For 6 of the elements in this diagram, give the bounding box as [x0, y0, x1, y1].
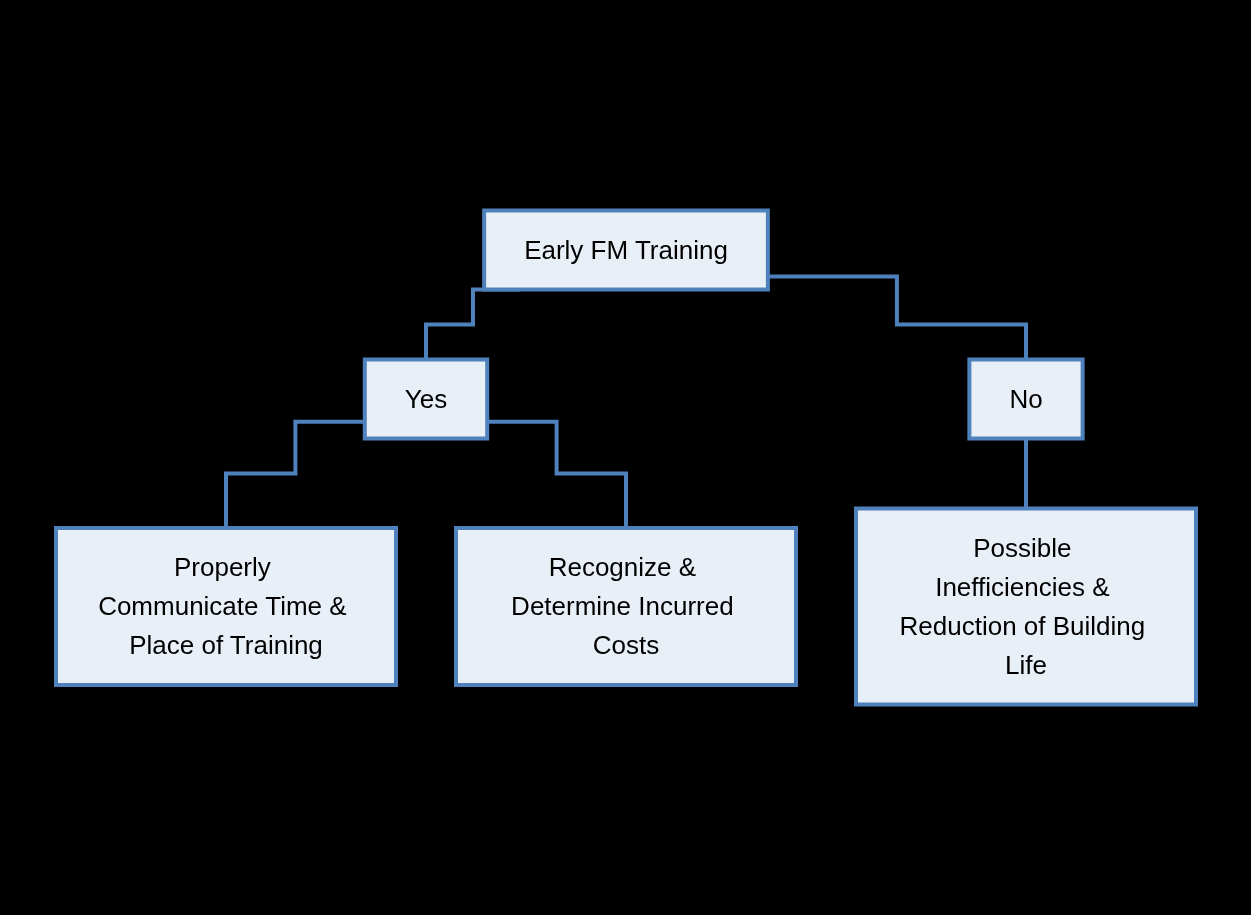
node-box: Properly Communicate Time & Place of Training — [53, 526, 398, 687]
node-box: Yes — [362, 357, 489, 441]
node-box: No — [966, 357, 1085, 441]
node-box: Possible Inefficiencies & Reduction of Building Life — [853, 506, 1198, 707]
node-box: Early FM Training — [481, 208, 770, 292]
node-box: Recognize & Determine Incurred Costs — [453, 526, 798, 687]
